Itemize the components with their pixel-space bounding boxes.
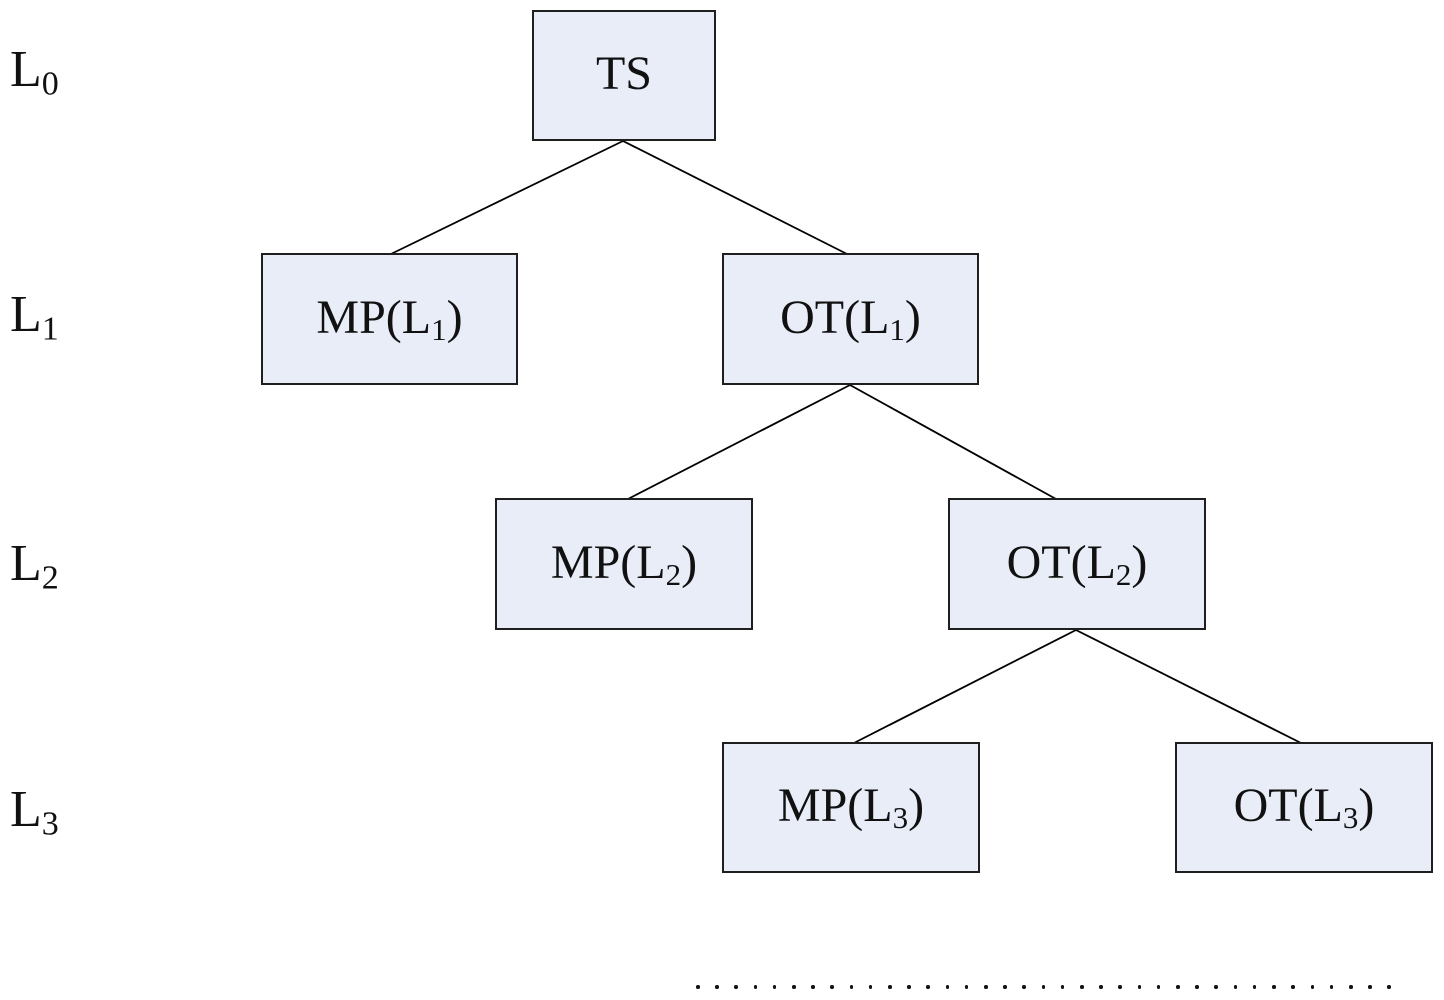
dot (1310, 985, 1315, 989)
dot (1368, 985, 1372, 989)
dot (1118, 985, 1123, 989)
node-label-suffix: ) (1131, 535, 1148, 589)
dot (1387, 985, 1391, 989)
dot (811, 985, 815, 989)
node-mp-l2: MP(L2) (495, 498, 753, 630)
dot (1176, 985, 1180, 989)
dot (696, 985, 700, 989)
dot (1080, 985, 1084, 989)
dot (888, 985, 892, 989)
edge-ts-ot-l1 (622, 140, 848, 255)
dot (734, 985, 738, 989)
edge-ot-l2-ot-l3 (1075, 629, 1302, 744)
dot (792, 985, 796, 989)
edge-ot-l1-mp-l2 (627, 384, 851, 500)
node-label-text: OT(L (1006, 535, 1116, 589)
node-ts: TS (532, 10, 716, 141)
node-label-suffix: ) (904, 290, 921, 344)
row-label-l1: L1 (10, 289, 59, 347)
dot (1003, 985, 1007, 989)
dot (1329, 985, 1334, 989)
dot (1060, 985, 1065, 989)
dot (1272, 985, 1276, 989)
continuation-dots (696, 984, 1391, 990)
row-label-main: L (10, 781, 42, 838)
dot (1022, 985, 1027, 989)
dot (907, 985, 911, 989)
node-label-suffix: ) (446, 290, 463, 344)
node-label-suffix: ) (908, 779, 925, 833)
dot (1348, 985, 1353, 989)
node-label: MP(L3) (778, 782, 924, 833)
node-label-suffix: ) (681, 535, 698, 589)
dot (868, 985, 873, 989)
dot (945, 985, 950, 989)
row-label-l3: L3 (10, 784, 59, 842)
dot (1041, 985, 1046, 989)
node-label-subscript: 2 (665, 556, 682, 592)
dot (1291, 985, 1295, 989)
row-label-subscript: 2 (41, 559, 59, 597)
node-label-text: MP(L (316, 290, 432, 344)
node-label-text: OT(L (780, 290, 890, 344)
node-label: OT(L2) (1006, 535, 1148, 592)
node-ot-l3: OT(L3) (1175, 742, 1433, 873)
dot (715, 985, 719, 989)
row-label-subscript: 0 (41, 65, 59, 103)
dot (1156, 985, 1161, 989)
node-label-subscript: 1 (889, 311, 905, 347)
node-label: MP(L1) (316, 290, 463, 347)
edge-ot-l2-mp-l3 (853, 629, 1077, 744)
dot (772, 985, 777, 989)
row-label-main: L (10, 286, 42, 343)
row-label-l0: L0 (10, 44, 59, 102)
row-label-main: L (10, 535, 42, 592)
row-label-subscript: 3 (41, 805, 59, 843)
node-ot-l2: OT(L2) (948, 498, 1206, 630)
dot (1099, 985, 1103, 989)
node-label-text: MP(L (777, 779, 893, 833)
node-label-subscript: 3 (1342, 799, 1359, 835)
dot (830, 985, 835, 989)
dot (753, 985, 758, 989)
dot (1137, 985, 1142, 989)
node-label-subscript: 1 (431, 311, 447, 347)
dot (1195, 985, 1199, 989)
edge-ts-mp-l1 (390, 140, 624, 255)
node-label: OT(L3) (1234, 782, 1375, 833)
dot (926, 985, 931, 989)
dot (849, 985, 854, 989)
node-mp-l3: MP(L3) (722, 742, 980, 873)
node-label-text: OT(L (1233, 779, 1343, 833)
row-label-l2: L2 (10, 538, 59, 596)
row-label-subscript: 1 (41, 310, 59, 348)
dot (1252, 985, 1257, 989)
node-label-text: TS (595, 47, 652, 101)
dot (984, 985, 988, 989)
edge-ot-l1-ot-l2 (849, 384, 1057, 500)
node-label-text: MP(L (550, 535, 666, 589)
node-label: MP(L2) (550, 535, 698, 592)
node-label-suffix: ) (1358, 779, 1375, 833)
node-label: TS (596, 50, 652, 101)
node-ot-l1: OT(L1) (722, 253, 979, 385)
dot (964, 985, 969, 989)
node-label: OT(L1) (780, 290, 921, 347)
node-mp-l1: MP(L1) (261, 253, 518, 385)
dot (1233, 985, 1238, 989)
row-label-main: L (10, 41, 42, 98)
node-label-subscript: 3 (892, 799, 909, 835)
dot (1214, 985, 1219, 989)
node-label-subscript: 2 (1115, 556, 1132, 592)
